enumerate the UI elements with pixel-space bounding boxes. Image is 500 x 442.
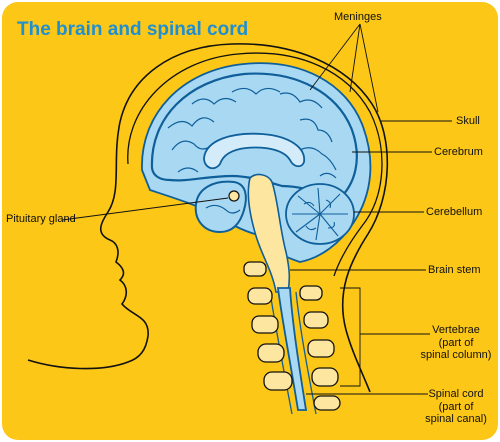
diagram-title: The brain and spinal cord xyxy=(17,19,249,40)
corpus-callosum xyxy=(203,132,305,170)
label-cerebellum: Cerebellum xyxy=(426,206,483,218)
label-vertebrae-line-3: spinal column) xyxy=(420,349,492,361)
label-vertebrae-line-1: Vertebrae xyxy=(432,324,480,336)
brain-stem xyxy=(247,173,291,293)
pituitary-gland xyxy=(228,190,240,202)
label-spinal-cord-line-3: spinal canal) xyxy=(425,413,487,425)
label-spinal-cord-line-1: Spinal cord xyxy=(428,388,484,400)
label-pituitary-gland: Pituitary gland xyxy=(6,213,76,225)
label-vertebrae-line-2: (part of xyxy=(438,336,474,349)
label-skull: Skull xyxy=(456,115,480,127)
label-meninges: Meninges xyxy=(334,11,382,23)
head-outline xyxy=(27,43,389,393)
label-cerebrum: Cerebrum xyxy=(434,146,483,158)
cerebrum-folds xyxy=(167,87,337,214)
cerebellum-folds xyxy=(292,187,348,241)
label-spinal-cord-line-2: (part of xyxy=(438,400,474,413)
spinal-cord xyxy=(276,287,308,411)
label-spinal-cord: Spinal cord (part of spinal canal) xyxy=(412,388,500,426)
label-vertebrae: Vertebrae (part of spinal column) xyxy=(412,324,500,362)
skull-line xyxy=(127,52,383,277)
label-brain-stem: Brain stem xyxy=(428,264,481,276)
vertebrae xyxy=(243,261,341,411)
leader-lines xyxy=(61,23,452,395)
